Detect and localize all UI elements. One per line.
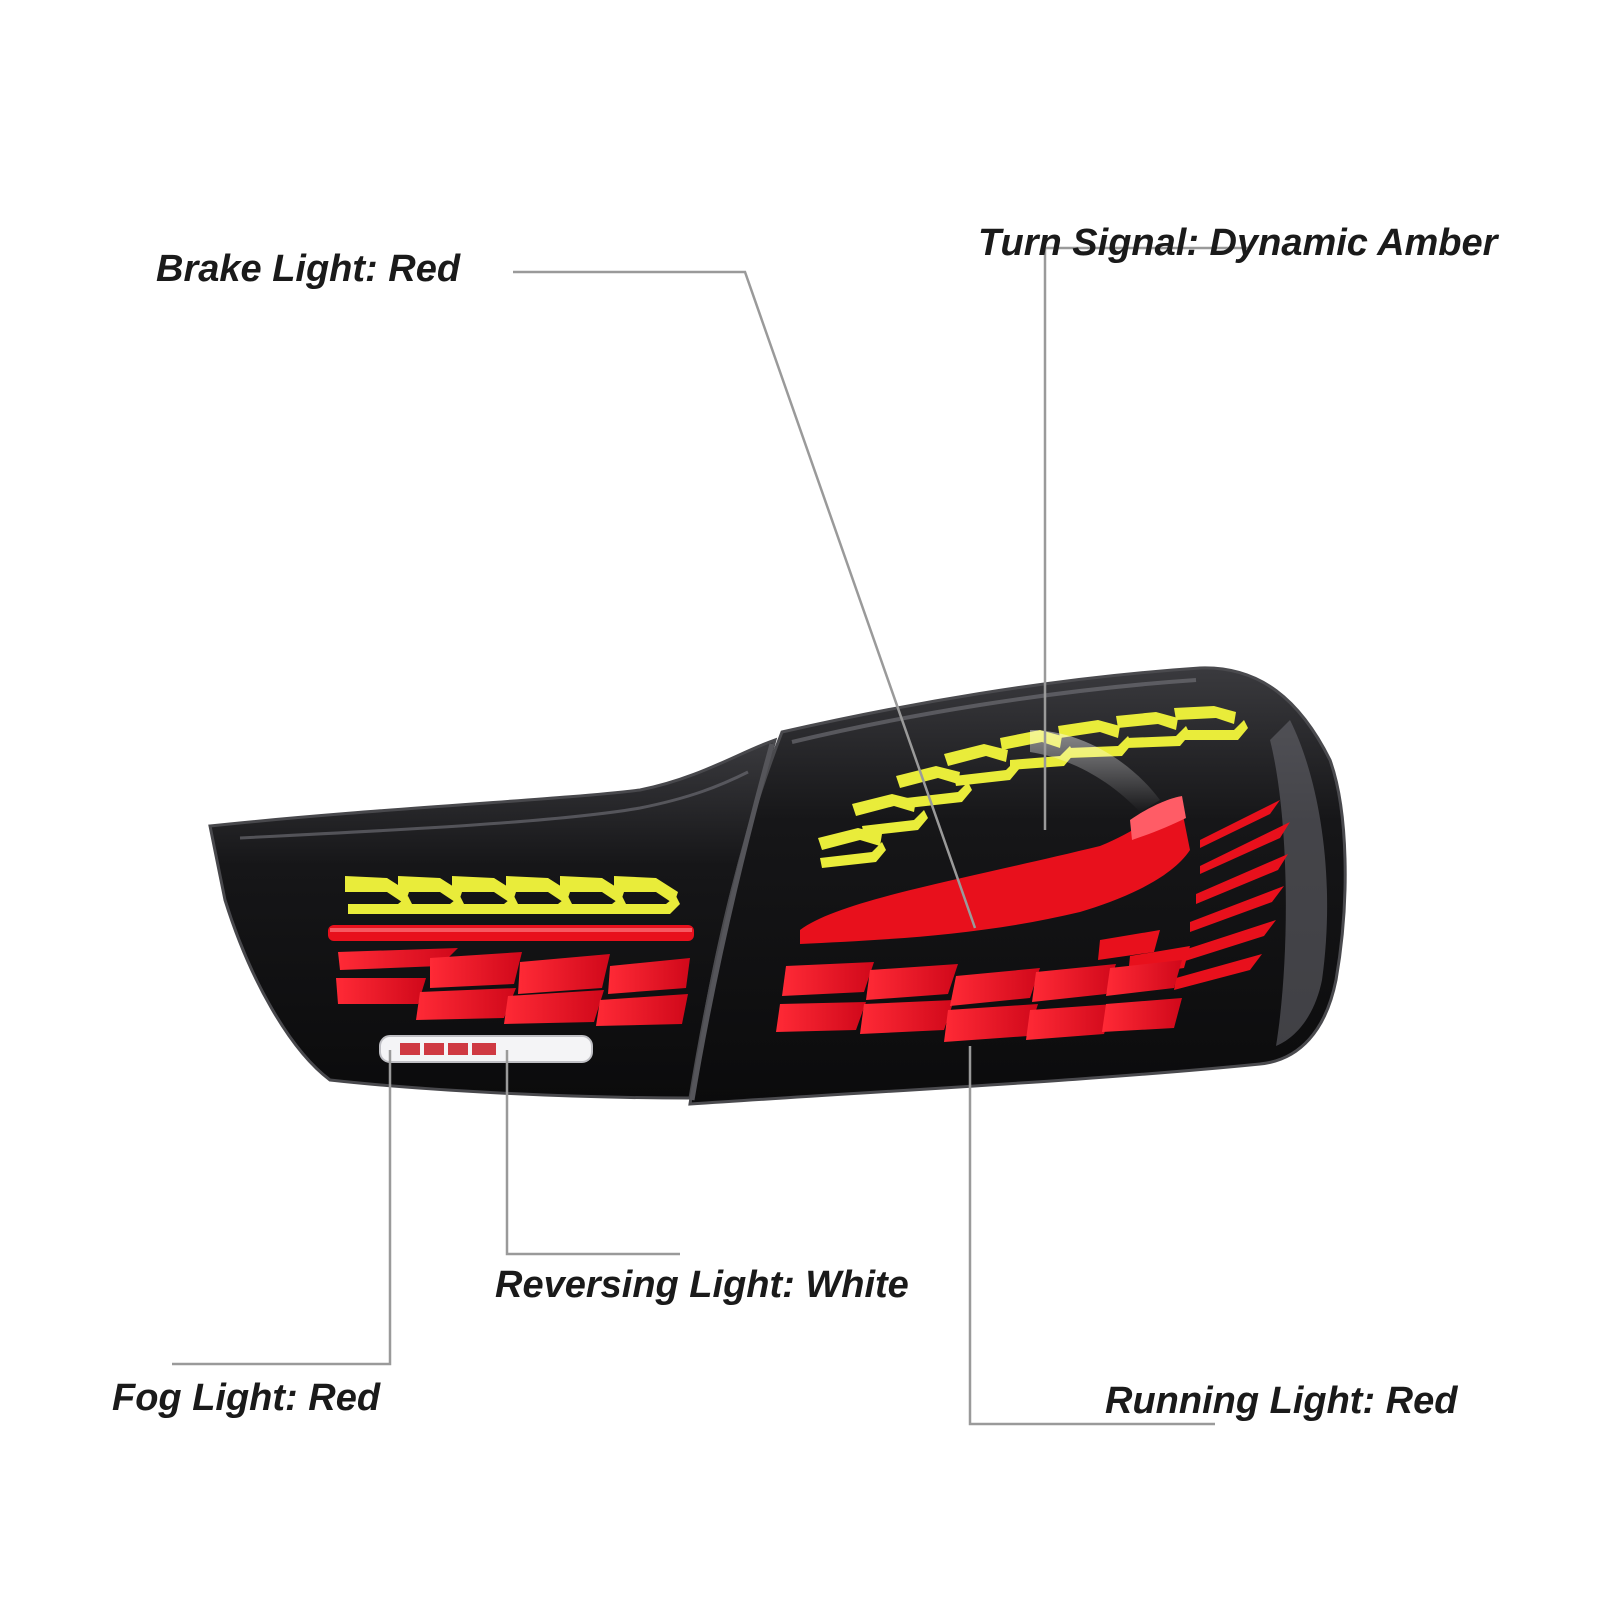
running-light-label: Running Light: Red xyxy=(1105,1380,1458,1422)
brake-light-label: Brake Light: Red xyxy=(156,248,461,290)
turn-leader xyxy=(1043,246,1250,830)
reverse-leader xyxy=(505,1050,680,1256)
fog-leader xyxy=(172,1050,392,1366)
outer-red-flames xyxy=(1098,800,1290,990)
leader-lines xyxy=(172,246,1250,1426)
running-leader xyxy=(968,1046,1215,1426)
brake-leader xyxy=(513,270,977,929)
inner-red-bar xyxy=(328,925,694,941)
running-light-feathers xyxy=(776,960,1182,1042)
fog-light-label: Fog Light: Red xyxy=(112,1377,381,1419)
turn-signal-label: Turn Signal: Dynamic Amber xyxy=(978,222,1498,264)
brake-light-blade xyxy=(800,800,1190,944)
inner-tail-lamp xyxy=(208,737,778,1100)
inner-amber-chevrons xyxy=(345,876,680,914)
reversing-light-label: Reversing Light: White xyxy=(495,1264,909,1306)
outer-tail-lamp xyxy=(688,666,1347,1106)
inner-red-feathers xyxy=(336,948,690,1026)
